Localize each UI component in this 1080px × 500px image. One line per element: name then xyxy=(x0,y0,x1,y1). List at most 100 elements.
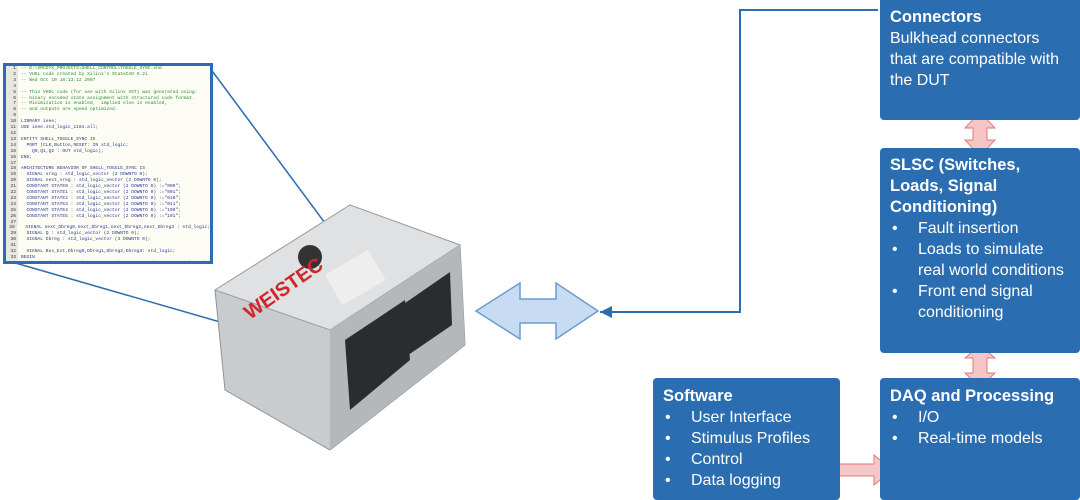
line-number: 13 xyxy=(6,136,18,143)
code-line: 12 xyxy=(6,130,210,137)
code-line: 23 CONSTANT STATE2 : std_logic_vector (2… xyxy=(6,195,210,202)
code-text: SIGNAL next_Dbreg0,next_Dbreg1,next_Dbre… xyxy=(19,225,210,231)
code-text: -- binary encoded state assignment with … xyxy=(21,95,195,101)
line-number: 20 xyxy=(6,178,18,185)
line-number: 12 xyxy=(6,130,18,137)
slsc-box: SLSC (Switches, Loads, Signal Conditioni… xyxy=(880,148,1080,353)
line-number: 32 xyxy=(6,249,18,255)
code-text: SIGNAL Dbreg : std_logic_vector (3 DOWNT… xyxy=(21,237,151,243)
code-window: 1-- D:\XRCDTX_PROJECTS\SHELL_CONTROL\TOG… xyxy=(3,63,213,264)
code-line: 3-- Wed Oct 10 10:13:12 2007 xyxy=(6,77,210,84)
code-text: -- VHDL code created by Xilinx's StateCA… xyxy=(21,71,148,77)
code-text: CONSTANT STATE1 : std_logic_vector (2 DO… xyxy=(21,190,181,196)
line-number: 8 xyxy=(6,107,18,114)
line-number: 14 xyxy=(6,142,18,149)
line-number: 23 xyxy=(6,195,18,202)
code-text: CONSTANT STATE0 : std_logic_vector (2 DO… xyxy=(21,184,181,190)
line-number: 16 xyxy=(6,154,18,161)
connectors-body: Bulkhead connectors that are compatible … xyxy=(890,30,1059,89)
daq-box: DAQ and Processing I/O Real-time models xyxy=(880,378,1080,500)
line-number: 3 xyxy=(6,77,18,84)
code-line: 1-- D:\XRCDTX_PROJECTS\SHELL_CONTROL\TOG… xyxy=(6,66,210,72)
line-number: 7 xyxy=(6,101,18,108)
line-number: 29 xyxy=(6,231,18,238)
code-text: CONSTANT STATE5 : std_logic_vector (2 DO… xyxy=(21,213,181,219)
link-line xyxy=(600,9,878,313)
code-line: 27 xyxy=(6,219,210,226)
line-number: 17 xyxy=(6,160,18,167)
code-text: SIGNAL Q : std_logic_vector (2 DOWNTO 0)… xyxy=(21,231,140,237)
code-line: 29 SIGNAL Q : std_logic_vector (2 DOWNTO… xyxy=(6,231,210,238)
code-line: 8-- and outputs are speed optimized. xyxy=(6,107,210,114)
code-line: 32 SIGNAL Bus_Ext,Dbreg0,Dbreg1,Dbreg2,D… xyxy=(6,249,210,255)
list-item: User Interface xyxy=(663,407,830,428)
code-line: 26 CONSTANT STATE5 : std_logic_vector (2… xyxy=(6,213,210,220)
code-line: 5-- This VHDL code (for use with Xilinx … xyxy=(6,89,210,96)
line-number: 27 xyxy=(6,219,18,226)
list-item: Fault insertion xyxy=(890,218,1070,239)
code-line: 25 CONSTANT STATE4 : std_logic_vector (2… xyxy=(6,207,210,214)
code-text: LIBRARY ieee; xyxy=(21,119,57,125)
code-line: 24 CONSTANT STATE3 : std_logic_vector (2… xyxy=(6,201,210,208)
code-line: 2-- VHDL code created by Xilinx's StateC… xyxy=(6,71,210,78)
code-text: PROCESS (CLK, next_Dbreg0, next_Dbreg1, … xyxy=(21,260,206,264)
code-text: SIGNAL next_sreg : std_logic_vector (2 D… xyxy=(21,178,162,184)
code-text: -- D:\XRCDTX_PROJECTS\SHELL_CONTROL\TOGG… xyxy=(21,66,162,71)
code-line: 21 CONSTANT STATE0 : std_logic_vector (2… xyxy=(6,184,210,191)
code-text: CONSTANT STATE3 : std_logic_vector (2 DO… xyxy=(21,201,181,207)
code-line: 30 SIGNAL Dbreg : std_logic_vector (3 DO… xyxy=(6,237,210,244)
list-item: Data logging xyxy=(663,470,830,491)
software-box: Software User Interface Stimulus Profile… xyxy=(653,378,840,500)
line-number: 9 xyxy=(6,113,18,120)
list-item: Front end signal conditioning xyxy=(890,281,1070,323)
line-number: 18 xyxy=(6,166,18,173)
code-line: 6-- binary encoded state assignment with… xyxy=(6,95,210,102)
line-number: 26 xyxy=(6,213,18,220)
connectors-title: Connectors xyxy=(890,8,982,26)
code-line: 28 SIGNAL next_Dbreg0,next_Dbreg1,next_D… xyxy=(6,225,210,232)
line-number: 33 xyxy=(6,255,18,261)
code-text: USE ieee.std_logic_1164.all; xyxy=(21,125,99,131)
line-number: 19 xyxy=(6,172,18,179)
line-number: 34 xyxy=(6,260,18,261)
line-number: 5 xyxy=(6,89,18,96)
code-line: 31 xyxy=(6,243,210,250)
line-number: 21 xyxy=(6,184,18,191)
code-line: 20 SIGNAL next_sreg : std_logic_vector (… xyxy=(6,178,210,185)
code-text: SIGNAL sreg : std_logic_vector (2 DOWNTO… xyxy=(21,172,148,178)
code-line: 15 Q0,Q1,Q2 : OUT std_logic); xyxy=(6,148,210,155)
list-item: Stimulus Profiles xyxy=(663,428,830,449)
code-line: 19 SIGNAL sreg : std_logic_vector (2 DOW… xyxy=(6,172,210,179)
line-number: 25 xyxy=(6,207,18,214)
slsc-title: SLSC (Switches, Loads, Signal Conditioni… xyxy=(890,156,1021,216)
code-line: 14 PORT (CLK,Button,RESET: IN std_logic; xyxy=(6,142,210,149)
list-item: I/O xyxy=(890,407,1070,428)
link-arrowhead xyxy=(600,306,612,318)
connectors-box: Connectors Bulkhead connectors that are … xyxy=(880,0,1080,120)
line-number: 22 xyxy=(6,190,18,196)
code-text: BEGIN xyxy=(21,255,35,260)
code-text: -- Minimization is enabled, implied else… xyxy=(21,101,168,107)
ecu-image: WEISTEC xyxy=(213,204,466,451)
code-text: CONSTANT STATE4 : std_logic_vector (2 DO… xyxy=(21,207,181,213)
line-number: 10 xyxy=(6,119,18,126)
code-text: Q0,Q1,Q2 : OUT std_logic); xyxy=(21,148,104,154)
list-item: Loads to simulate real world conditions xyxy=(890,239,1070,281)
code-line: 17 xyxy=(6,160,210,167)
line-number: 6 xyxy=(6,95,18,102)
code-text: END; xyxy=(21,154,33,160)
line-number: 31 xyxy=(6,243,18,250)
line-number: 30 xyxy=(6,237,18,244)
code-text: -- and outputs are speed optimized. xyxy=(21,107,118,113)
code-text: ARCHITECTURE BEHAVIOR OF SHELL_TOGGLE_SY… xyxy=(21,166,146,172)
line-number: 15 xyxy=(6,148,18,155)
line-number: 28 xyxy=(6,225,17,232)
code-text: SIGNAL Bus_Ext,Dbreg0,Dbreg1,Dbreg2,Dbre… xyxy=(21,249,176,255)
line-number: 4 xyxy=(6,83,18,90)
